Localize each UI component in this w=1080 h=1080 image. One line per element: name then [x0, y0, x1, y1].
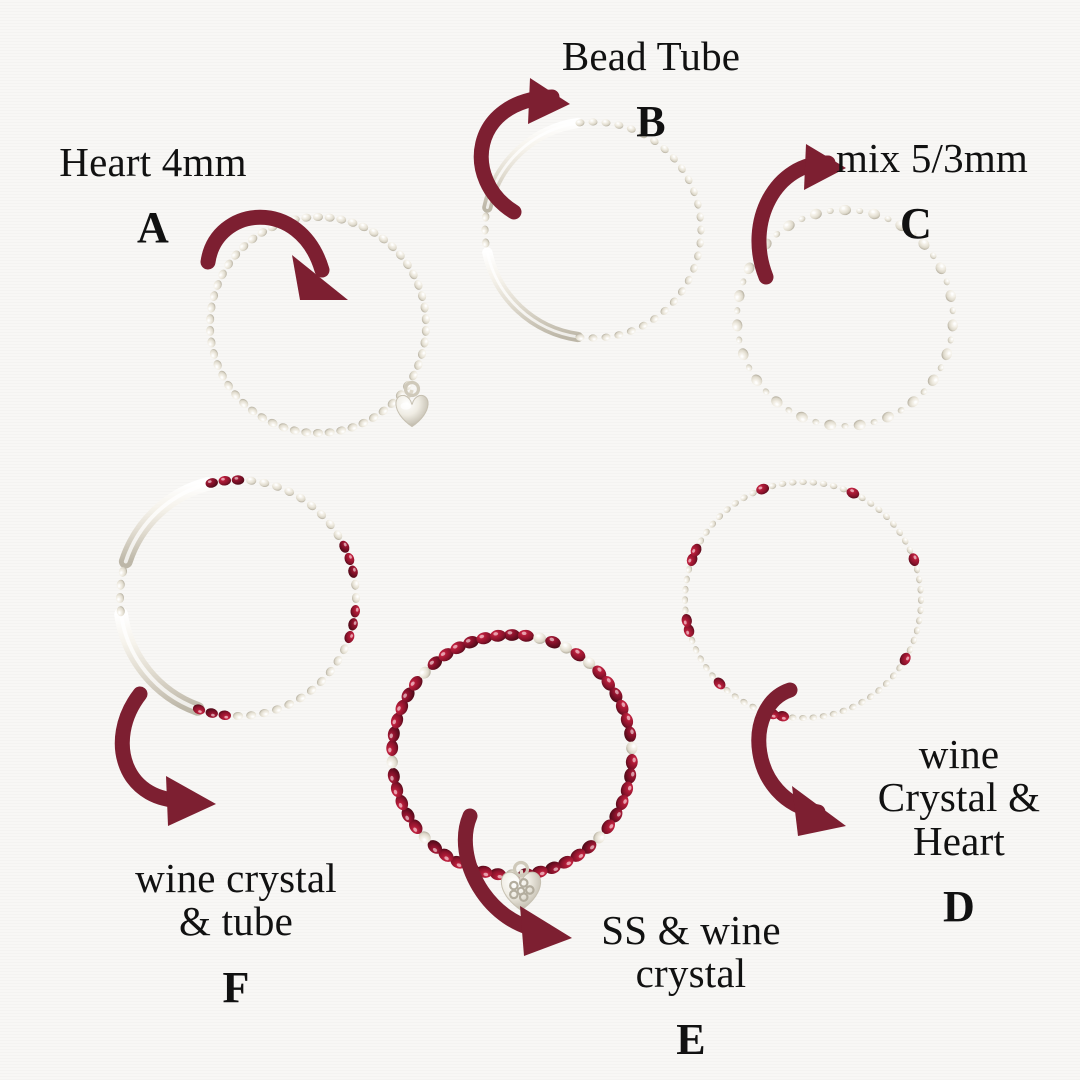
label-a: Heart 4mm A: [8, 124, 298, 269]
label-b: Bead Tube B: [506, 18, 796, 163]
label-a-letter: A: [137, 203, 169, 253]
label-d: wine Crystal & Heart D: [848, 716, 1070, 948]
bracelet-d-wine-crystal-heart: [681, 478, 925, 722]
label-c-letter: C: [900, 199, 932, 249]
label-f-letter: F: [222, 962, 250, 1012]
label-b-caption: Bead Tube: [561, 32, 741, 79]
label-e-letter: E: [676, 1014, 706, 1064]
label-f-caption: wine crystal & tube: [135, 854, 337, 945]
bracelet-e-ss-wine-crystal: [386, 629, 638, 911]
label-b-letter: B: [636, 97, 666, 147]
label-a-caption: Heart 4mm: [59, 138, 247, 185]
label-d-caption: wine Crystal & Heart: [877, 730, 1041, 864]
label-c-caption: mix 5/3mm: [836, 134, 1029, 181]
bracelet-f-wine-crystal-tube: [114, 475, 361, 721]
label-e-caption: SS & wine crystal: [601, 906, 781, 997]
label-d-letter: D: [943, 882, 975, 932]
label-e: SS & wine crystal E: [556, 892, 826, 1080]
label-c: mix 5/3mm C: [836, 120, 1080, 265]
label-f: wine crystal & tube F: [86, 840, 386, 1028]
